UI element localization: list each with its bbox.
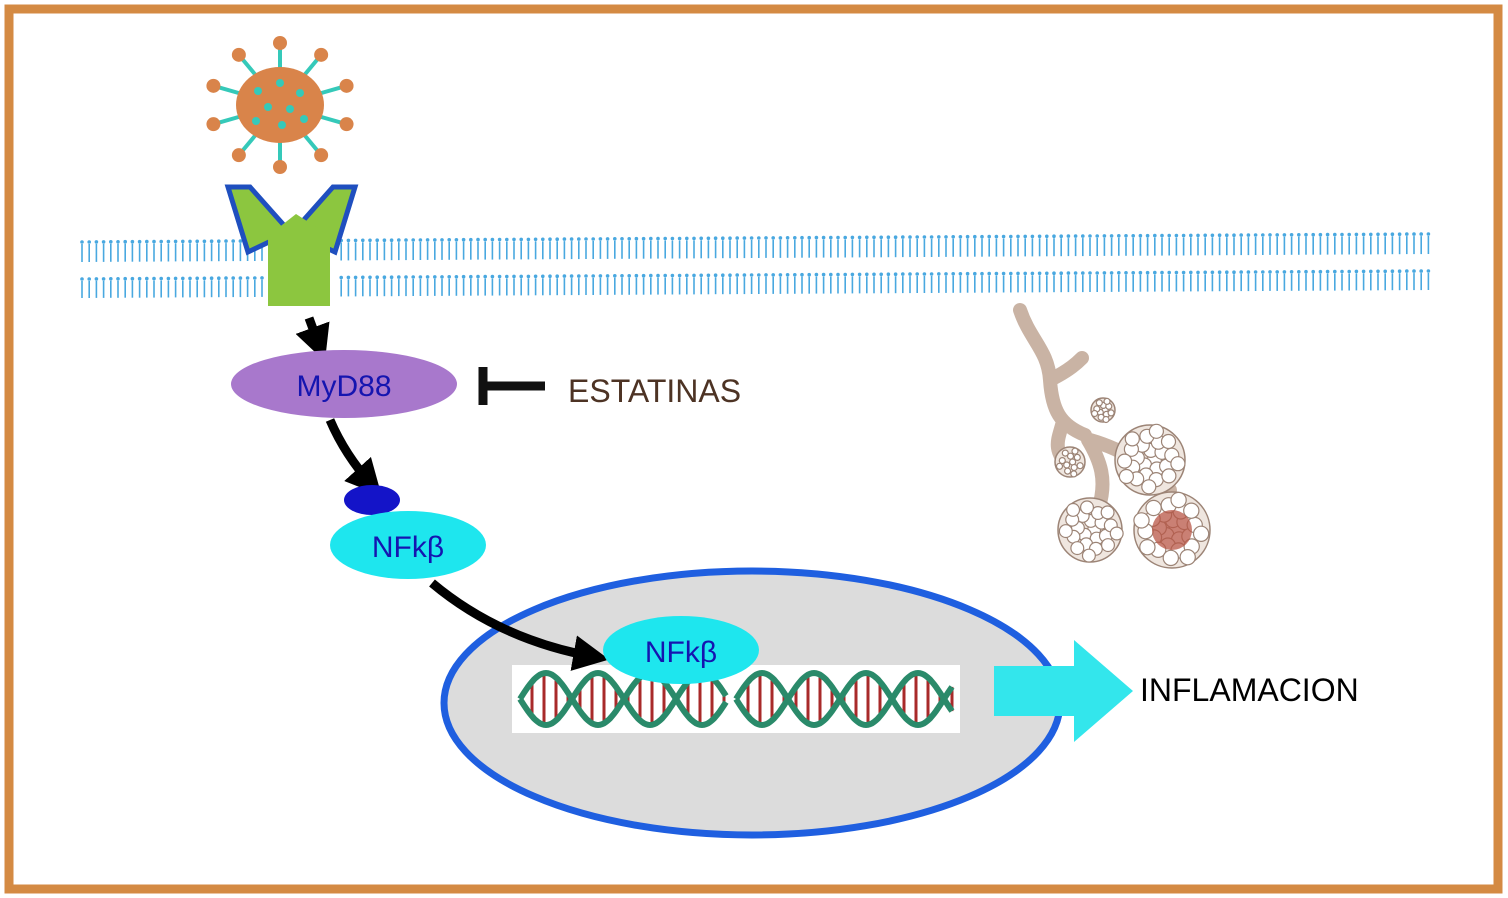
nfkb-nucleus-label: NFkβ bbox=[645, 636, 717, 669]
receptor-icon bbox=[224, 184, 359, 306]
arrow-myd88-to-nfkb bbox=[325, 418, 382, 496]
inflammation-label: INFLAMACION bbox=[1140, 672, 1359, 708]
nfkb-cytoplasm-label: NFkβ bbox=[372, 531, 444, 564]
inhibition-bar-icon bbox=[478, 367, 545, 405]
virus-icon bbox=[206, 36, 354, 174]
lung-alveoli-icon bbox=[1013, 303, 1211, 569]
myd88-label: MyD88 bbox=[296, 370, 391, 403]
inhibitor-cap bbox=[344, 485, 400, 515]
arrow-receptor-to-myd88 bbox=[295, 316, 330, 362]
dna-icon bbox=[512, 665, 960, 733]
statins-label: ESTATINAS bbox=[568, 373, 741, 409]
arrow-to-inflammation bbox=[994, 640, 1133, 742]
nfkb-nucleus-node: NFkβ bbox=[603, 616, 759, 684]
nfkb-cytoplasm-node: NFkβ bbox=[330, 485, 486, 579]
arrow-nfkb-to-nucleus bbox=[429, 579, 610, 671]
myd88-node: MyD88 bbox=[231, 350, 457, 418]
